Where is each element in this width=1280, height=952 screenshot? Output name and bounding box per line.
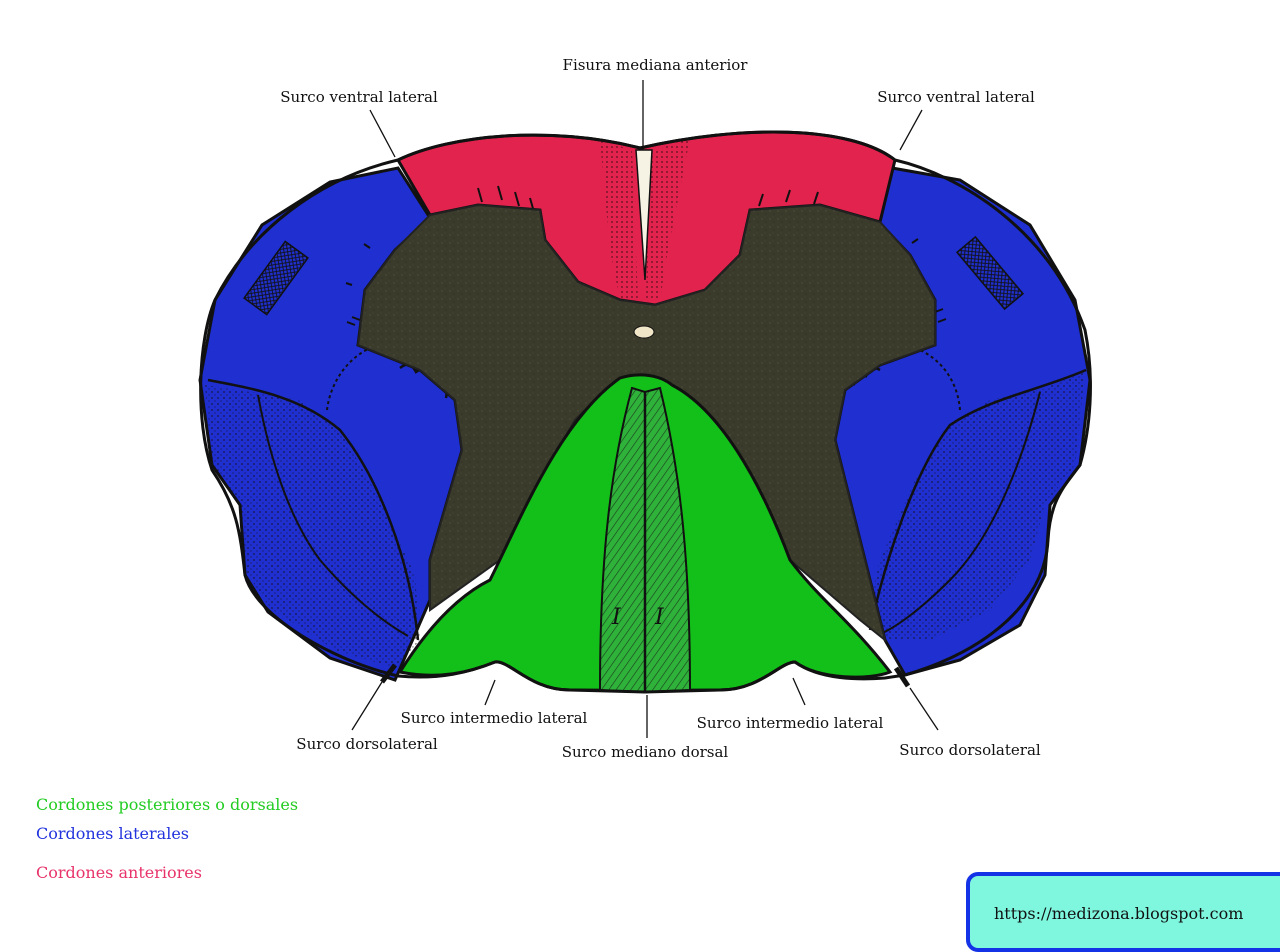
label-surco-ventral-lateral-right: Surco ventral lateral [877,88,1035,106]
sulcus-dorsolateral-left [380,663,397,684]
gray-matter [356,203,936,643]
svg-text:I: I [654,605,665,630]
svg-text:I: I [611,605,622,630]
sulcus-dorsolateral-right [893,666,911,688]
label-surco-intermedio-lateral-right: Surco intermedio lateral [697,714,884,732]
legend-posterior-funiculi: Cordones posteriores o dorsales [36,795,299,814]
label-fisura-mediana-anterior: Fisura mediana anterior [563,56,749,74]
label-surco-ventral-lateral-left: Surco ventral lateral [280,88,438,106]
label-surco-dorsolateral-left: Surco dorsolateral [296,735,438,753]
source-url-box: https://medizona.blogspot.com [966,872,1280,952]
pia-outline [199,130,1092,694]
anterior-median-fissure [635,149,653,281]
lateral-funiculus-left [198,166,464,682]
leader-lines [351,80,939,738]
legend-lateral-funiculi: Cordones laterales [36,824,190,843]
central-canal [633,325,655,339]
legend-anterior-funiculi: Cordones anteriores [36,863,202,882]
label-surco-mediano-dorsal: Surco mediano dorsal [562,743,729,761]
label-surco-dorsolateral-right: Surco dorsolateral [899,741,1041,759]
label-surco-intermedio-lateral-left: Surco intermedio lateral [401,709,588,727]
lateral-funiculus-right [833,166,1092,677]
source-url[interactable]: https://medizona.blogspot.com [994,904,1244,923]
